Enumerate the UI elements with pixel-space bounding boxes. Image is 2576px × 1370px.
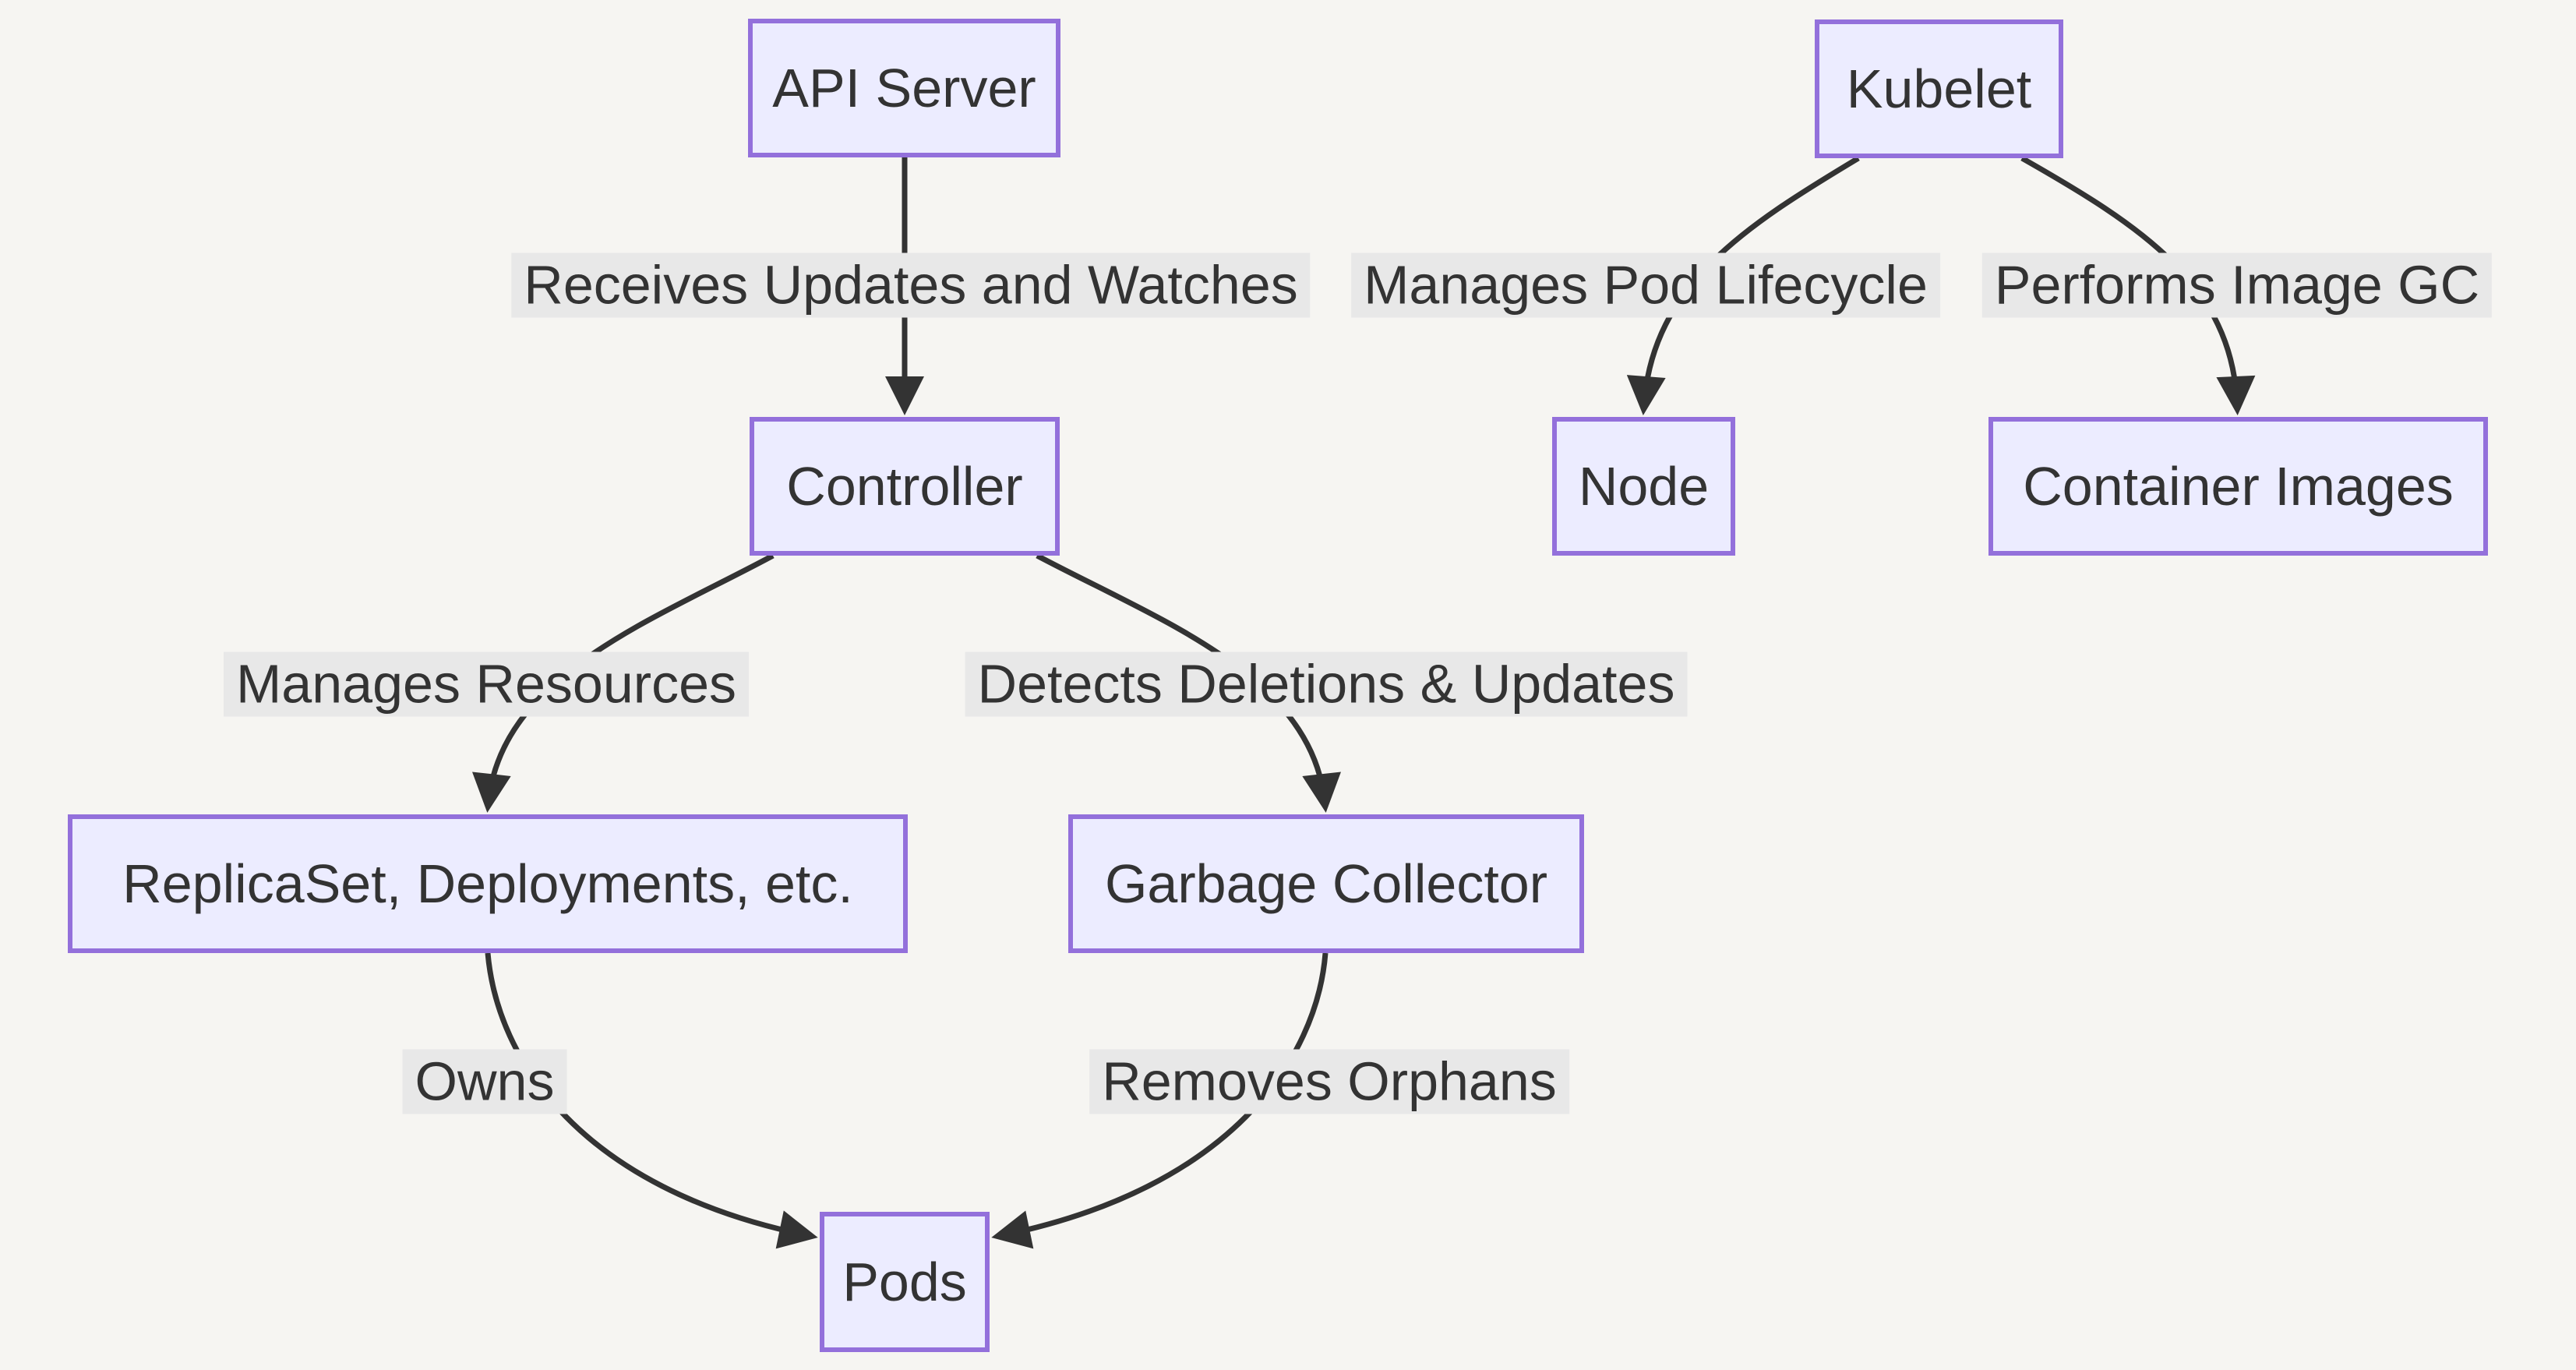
edge-replicaset-to-pods [485, 952, 818, 1249]
node-kubelet-label: Kubelet [1846, 58, 2032, 119]
node-api-server-label: API Server [772, 58, 1036, 118]
edge-label-removes-orphans: Removes Orphans [1089, 1049, 1569, 1114]
edge-label-receives-updates: Receives Updates and Watches [511, 252, 1311, 318]
node-pods-label: Pods [842, 1252, 967, 1312]
node-replicaset-label: ReplicaSet, Deployments, etc. [122, 853, 853, 914]
node-garbage-collector: Garbage Collector [1068, 814, 1584, 953]
node-controller-label: Controller [786, 456, 1023, 517]
node-container-images-label: Container Images [2023, 456, 2454, 517]
node-replicaset: ReplicaSet, Deployments, etc. [68, 814, 908, 953]
node-pods: Pods [820, 1212, 990, 1352]
edge-label-performs-image-gc: Performs Image GC [1981, 252, 2493, 318]
node-container-images: Container Images [1988, 417, 2488, 556]
edge-label-owns: Owns [402, 1049, 567, 1114]
edge-label-manages-pod-lifecycle: Manages Pod Lifecycle [1351, 252, 1940, 318]
edge-label-manages-resources: Manages Resources [224, 651, 749, 717]
node-api-server: API Server [748, 19, 1060, 157]
node-garbage-collector-label: Garbage Collector [1104, 853, 1548, 914]
edge-label-detects-deletions: Detects Deletions & Updates [965, 651, 1688, 717]
edge-garbage-collector-to-pods [991, 952, 1329, 1249]
node-kubelet: Kubelet [1815, 19, 2063, 158]
node-node-label: Node [1578, 456, 1710, 517]
node-node: Node [1552, 417, 1735, 556]
node-controller: Controller [750, 417, 1060, 556]
